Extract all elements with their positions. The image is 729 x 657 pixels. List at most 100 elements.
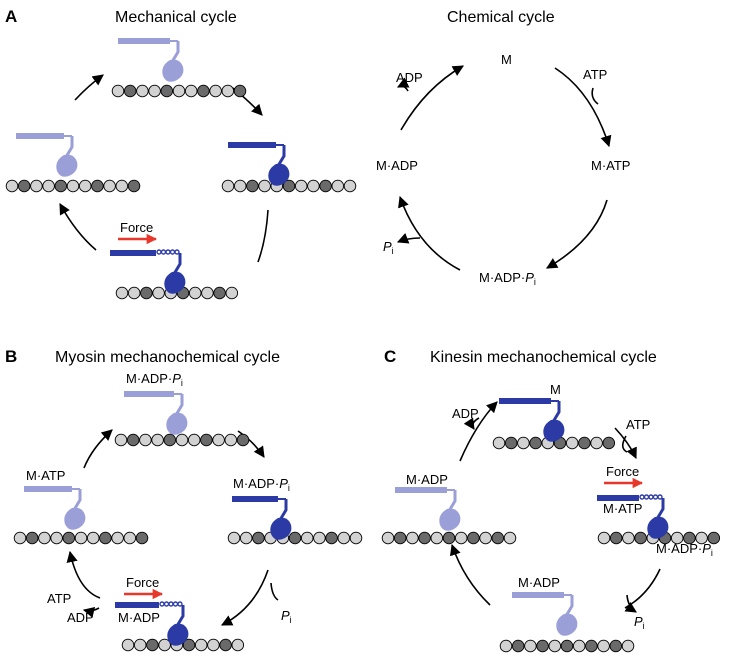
lever-arm <box>16 133 64 139</box>
actin-bead <box>225 286 239 300</box>
motor-head <box>56 154 78 177</box>
actin-bead <box>536 639 549 653</box>
actin-bead <box>236 433 250 447</box>
actin-bead <box>54 179 68 193</box>
actin-bead <box>467 531 480 545</box>
chem-output-adp: ADP <box>396 70 423 85</box>
actin-bead <box>62 531 76 545</box>
kinesin-arrow-bottom-left <box>449 543 491 606</box>
force-label-c: Force <box>606 464 639 479</box>
myosin-pi: Pi <box>281 608 292 625</box>
actin-bead <box>136 84 149 98</box>
actin-bead <box>442 531 456 545</box>
actin-bead <box>585 639 598 653</box>
actin-bead <box>609 531 623 545</box>
actin-bead <box>219 638 232 652</box>
actin-bead <box>578 436 591 450</box>
actin-bead <box>319 179 332 193</box>
myosin-b-top <box>124 391 188 435</box>
motor-head <box>64 507 86 530</box>
myosin-b-bottom <box>115 601 189 646</box>
actin-bead <box>115 179 129 193</box>
myosin-b-left <box>24 486 86 530</box>
actin-bead <box>182 638 196 652</box>
actin-bead <box>151 433 164 447</box>
actin-bead <box>707 531 721 545</box>
kinesin-atp: ATP <box>626 417 650 432</box>
actin-bead <box>288 531 302 545</box>
myosin-state-right: M·ADP·Pi <box>233 476 290 493</box>
neck-linker-coil <box>168 601 174 607</box>
neck-linker-coil <box>652 494 659 500</box>
neck <box>64 136 74 158</box>
kinesin-title: Kinesin mechanochemical cycle <box>430 349 657 366</box>
actin-bead <box>343 179 357 193</box>
actin-bead <box>50 531 63 545</box>
microtubule-c-right <box>597 531 721 545</box>
kinesin-state-top: M <box>550 382 561 397</box>
actin-bead <box>78 179 92 193</box>
actin-bead <box>418 531 431 545</box>
actin-filament-a-left <box>5 179 141 193</box>
actin-filament-b-right <box>227 531 363 545</box>
actin-bead <box>233 179 247 193</box>
myosin-a-left <box>16 133 78 177</box>
actin-bead <box>200 433 213 447</box>
actin-bead <box>212 433 225 447</box>
neck <box>276 145 286 167</box>
actin-bead <box>5 179 19 193</box>
neck-linker-coil <box>163 601 170 607</box>
actin-bead <box>597 531 611 545</box>
lever-arm <box>115 602 159 608</box>
actin-bead <box>111 531 124 545</box>
actin-filament-b-top <box>114 433 250 447</box>
chem-adp-branch <box>396 77 410 92</box>
mech-arrow-top-left <box>74 74 104 101</box>
actin-bead <box>313 531 326 545</box>
motor-head <box>167 623 189 646</box>
actin-bead <box>670 531 684 545</box>
kinesin-state-left: M·ADP <box>406 472 448 487</box>
kinesin-state-right2: M·ADP·Pi <box>656 541 713 558</box>
kinesin-state-right: M·ATP <box>603 501 642 516</box>
actin-bead <box>187 433 201 447</box>
neck-linker-coil <box>165 249 171 255</box>
actin-bead <box>139 433 152 447</box>
neck-linker-coil <box>174 249 180 255</box>
actin-bead <box>246 179 259 193</box>
actin-bead <box>99 531 112 545</box>
mechanical-cycle-title: Mechanical cycle <box>115 9 237 26</box>
actin-bead <box>133 638 147 652</box>
actin-bead <box>381 531 395 545</box>
actin-bead <box>597 639 610 653</box>
actin-bead <box>258 179 271 193</box>
actin-bead <box>146 638 159 652</box>
myosin-title: Myosin mechanochemical cycle <box>55 349 280 366</box>
actin-bead <box>492 436 506 450</box>
actin-bead <box>524 639 537 653</box>
lever-arm <box>110 250 156 256</box>
chem-state-m-adp-pi: M·ADP·Pi <box>479 270 536 287</box>
actin-bead <box>148 84 161 98</box>
actin-bead <box>231 638 245 652</box>
myosin-arrow-top-right <box>237 430 265 458</box>
actin-bead <box>252 531 265 545</box>
actin-bead <box>111 84 125 98</box>
motor-head <box>268 163 290 186</box>
chem-state-m-adp: M·ADP <box>376 158 418 173</box>
actin-bead <box>91 179 104 193</box>
actin-bead <box>406 531 419 545</box>
actin-bead <box>201 286 214 300</box>
lever-arm <box>395 487 447 493</box>
actin-bead <box>548 639 562 653</box>
kinesin-arrow-top-left <box>459 401 498 462</box>
actin-bead <box>282 179 296 193</box>
actin-bead <box>194 638 208 652</box>
kinesin-arrow-top-right <box>614 427 637 460</box>
chem-state-m: M <box>501 52 512 67</box>
mech-arrow-bottom-right <box>257 209 269 263</box>
myosin-atp: ATP <box>47 591 71 606</box>
actin-bead <box>529 436 542 450</box>
myosin-adp-branch <box>82 607 100 618</box>
actin-bead <box>121 638 135 652</box>
